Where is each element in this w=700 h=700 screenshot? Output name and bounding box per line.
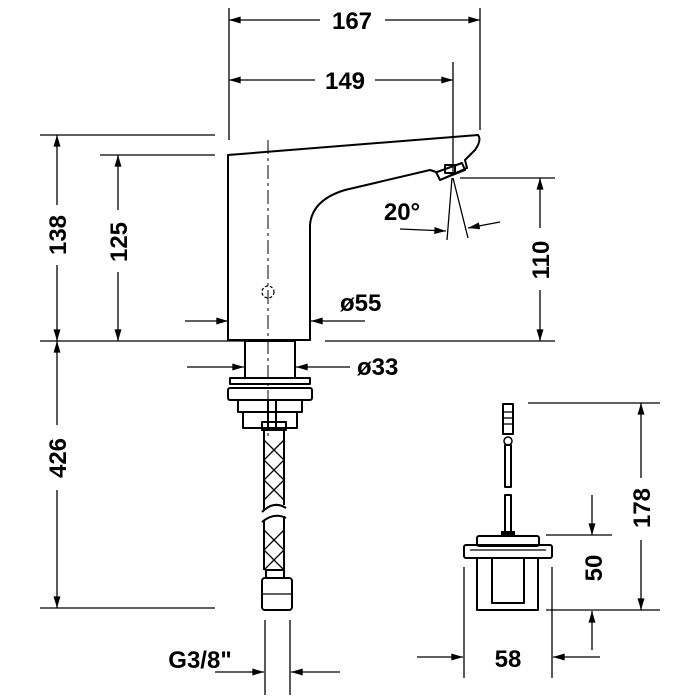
dim-spout-reach: 149 bbox=[229, 62, 454, 175]
label-g3-8: G3/8" bbox=[168, 647, 231, 674]
label-167: 167 bbox=[332, 8, 372, 35]
label-426: 426 bbox=[45, 438, 72, 478]
dim-spout-height: 110 bbox=[460, 177, 555, 342]
dim-overall-height: 138 bbox=[45, 135, 72, 342]
faucet-body bbox=[227, 134, 481, 440]
dim-shank-diameter: ø33 bbox=[187, 354, 398, 381]
label-110: 110 bbox=[528, 241, 555, 280]
dim-hose-length: 426 bbox=[45, 340, 72, 608]
dim-control-box-height: 50 bbox=[546, 495, 612, 650]
label-58: 58 bbox=[495, 646, 522, 673]
dim-overall-length: 167 bbox=[228, 8, 481, 140]
label-20-degrees: 20° bbox=[384, 199, 420, 226]
dim-control-box-width: 58 bbox=[417, 567, 600, 678]
dim-control-box-total-height: 178 bbox=[528, 402, 660, 611]
label-o33: ø33 bbox=[357, 354, 398, 381]
supply-hose bbox=[261, 421, 293, 611]
dim-spray-angle: 20° bbox=[384, 177, 501, 241]
label-178: 178 bbox=[629, 488, 656, 528]
dim-body-diameter: ø55 bbox=[185, 290, 381, 325]
label-50: 50 bbox=[581, 555, 608, 582]
dim-body-height: 125 bbox=[106, 155, 133, 342]
control-box bbox=[463, 403, 553, 611]
label-138: 138 bbox=[45, 215, 72, 255]
label-125: 125 bbox=[106, 222, 133, 262]
sensor-icon bbox=[261, 285, 275, 299]
dim-connection-thread: G3/8" bbox=[168, 620, 340, 695]
label-149: 149 bbox=[325, 68, 365, 95]
label-o55: ø55 bbox=[340, 290, 381, 317]
